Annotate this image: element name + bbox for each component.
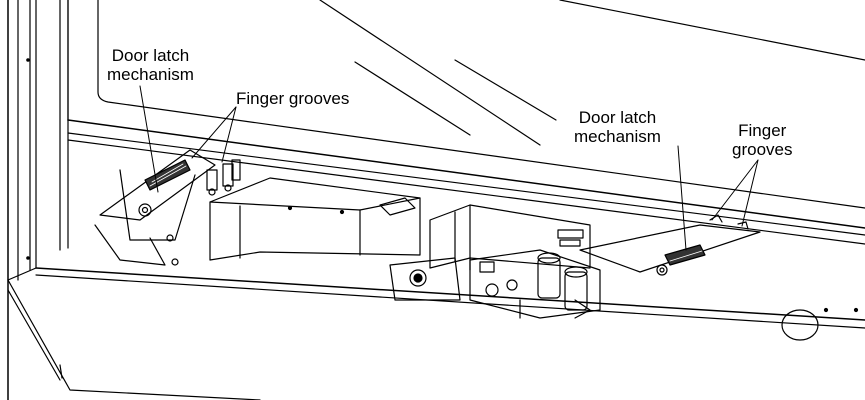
finger-grooves-label-right: Finger grooves [732, 121, 792, 159]
cabinet-frame [7, 0, 69, 400]
callout-line: Finger grooves [236, 89, 350, 108]
callout-leaders [139, 85, 759, 251]
door-rails [7, 132, 865, 400]
callout-line: Door latch [578, 108, 657, 127]
door-latch-label-right: Door latch mechanism [574, 108, 661, 146]
finger-grooves-label-left: Finger grooves [236, 89, 349, 108]
valve-assembly [389, 249, 601, 319]
finger-groove-clips-left [206, 159, 241, 196]
right-panel-fittings [171, 258, 859, 341]
latch-mechanism-left [94, 149, 216, 266]
center-housing [209, 177, 591, 271]
callout-line: mechanism [107, 65, 194, 84]
door-latch-label-left: Door latch mechanism [107, 46, 194, 84]
glass-window [67, 0, 865, 229]
callout-line: Finger [738, 121, 787, 140]
callout-line: grooves [732, 140, 793, 159]
latch-mechanism-right [579, 214, 761, 276]
callout-line: Door latch [111, 46, 190, 65]
callout-line: mechanism [574, 127, 661, 146]
